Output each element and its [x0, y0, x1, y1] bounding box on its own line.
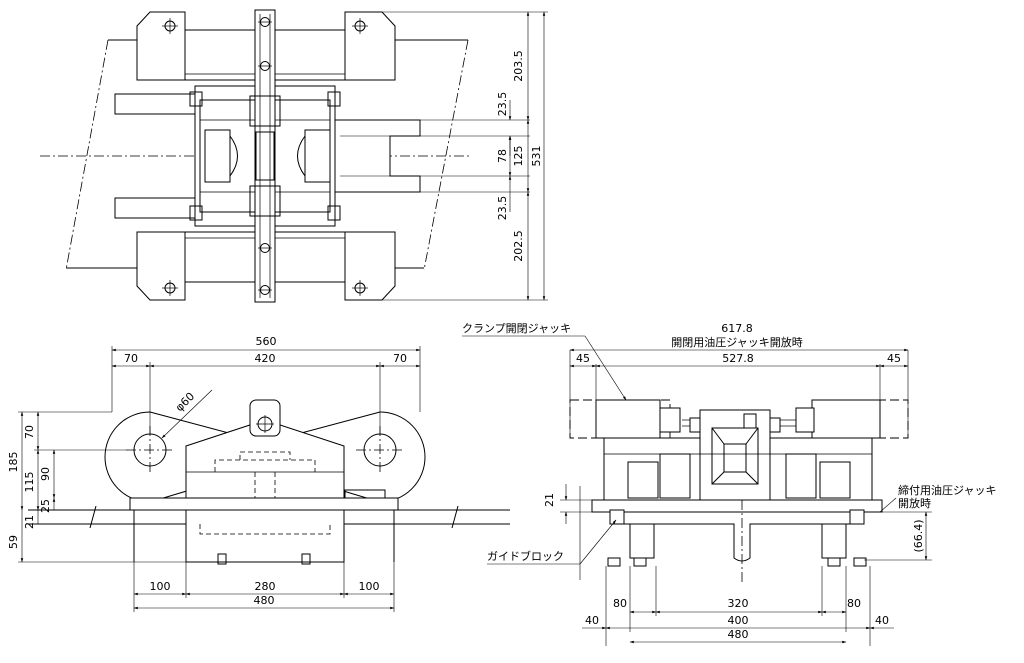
rail-line [423, 39, 469, 271]
dim-480-side: 480 [728, 628, 749, 641]
label-clamp-jack: クランプ開閉ジャッキ [462, 322, 571, 335]
side-base [591, 499, 883, 513]
top-view: 203.5 23.5 78 125 531 23.5 202.5 [40, 9, 548, 303]
side-view: クランプ開閉ジャッキ 617.8 開閉用油圧ジャッキ開放時 45 527.8 4… [462, 322, 996, 646]
dim-100-right: 100 [359, 580, 380, 593]
clamp-arm [114, 197, 196, 219]
dim-480: 480 [254, 594, 275, 607]
label-tightening-jack-open: 開放時 [898, 496, 931, 510]
dim-45-right: 45 [887, 352, 901, 365]
dim-280: 280 [255, 580, 276, 593]
dim-78: 78 [496, 149, 509, 163]
dim-40-left: 40 [585, 614, 599, 627]
roller [304, 129, 331, 183]
dim-90: 90 [39, 467, 52, 481]
roller [204, 129, 231, 183]
clamp-arm [114, 93, 196, 115]
rail-line [65, 39, 109, 271]
dim-400: 400 [728, 614, 749, 627]
dim-25: 25 [39, 499, 52, 513]
dim-21: 21 [23, 515, 36, 529]
dim-560: 560 [256, 335, 277, 348]
dim-23-5-bottom: 23.5 [496, 196, 509, 221]
dim-70-right: 70 [393, 352, 407, 365]
clamp-jack [595, 399, 661, 439]
clamp-jack [811, 399, 881, 439]
dim-21-side: 21 [543, 493, 556, 507]
dim-100-left: 100 [150, 580, 171, 593]
bolt-hole-icon [258, 17, 272, 295]
dim-185: 185 [7, 452, 20, 473]
label-tightening-jack: 締付用油圧ジャッキ [898, 483, 996, 497]
bolt-hole-icon [162, 18, 368, 296]
dim-527-8: 527.8 [722, 352, 754, 365]
guide-block [849, 509, 865, 525]
dim-40-right: 40 [875, 614, 889, 627]
lower-frame [185, 509, 345, 563]
label-guide-block: ガイドブロック [487, 549, 564, 563]
dim-23-5-top: 23.5 [496, 92, 509, 117]
dim-45-left: 45 [576, 352, 590, 365]
clamp-plate [136, 231, 186, 301]
dim-70-left: 70 [124, 352, 138, 365]
clamp-plate [344, 231, 396, 301]
dim-66-4: (66.4) [912, 519, 925, 552]
base-plate [129, 497, 399, 511]
dim-420: 420 [255, 352, 276, 365]
dim-320: 320 [728, 597, 749, 610]
label-open-close-hydraulic: 開閉用油圧ジャッキ開放時 [671, 335, 802, 349]
rail-section [621, 511, 853, 562]
dim-80-right: 80 [847, 597, 861, 610]
dim-70-vertical: 70 [23, 425, 36, 439]
front-view: 560 70 420 70 φ60 185 70 115 90 25 21 59 [7, 335, 510, 612]
dim-59: 59 [7, 535, 20, 549]
dim-202-5: 202.5 [512, 230, 525, 262]
dim-531: 531 [530, 146, 543, 167]
dim-617-8: 617.8 [721, 322, 753, 335]
clamp-plate [344, 11, 396, 81]
dim-phi60: φ60 [173, 390, 197, 414]
dim-203-5: 203.5 [512, 50, 525, 82]
clamp-plate [136, 11, 186, 81]
dim-80-left: 80 [613, 597, 627, 610]
central-bar [254, 9, 276, 303]
dim-115: 115 [23, 472, 36, 493]
dim-125: 125 [512, 146, 525, 167]
guide-block [609, 509, 625, 525]
